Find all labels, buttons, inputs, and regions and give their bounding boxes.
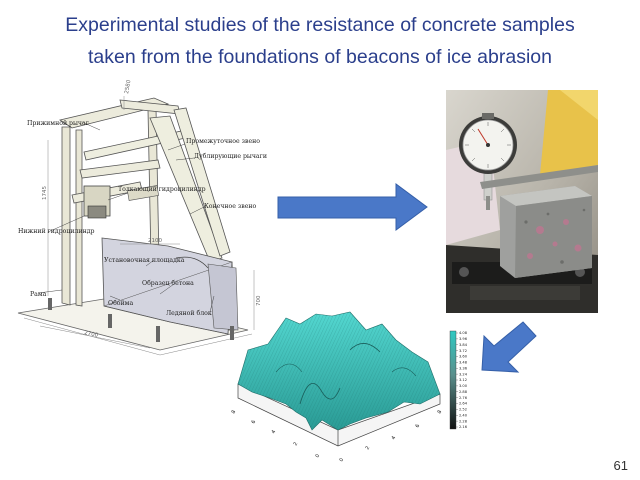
y-tick-2: 4 [271, 429, 278, 435]
colorbar-tick-label: 4.08 [459, 331, 468, 335]
colorbar-tick-label: 3.60 [459, 355, 468, 359]
slide-title-line-2: taken from the foundations of beacons of… [88, 46, 552, 68]
colorbar-ticks: 4.08 3.96 3.84 3.72 3.60 3.483.36 3.24 3.12 3.00… [456, 331, 468, 429]
label-pressing-lever: Прижимной рычаг [27, 120, 89, 127]
dim-depth: 700 [256, 295, 262, 306]
arrow-right-icon [277, 183, 428, 231]
page-number: 61 [613, 458, 628, 473]
label-push-cylinder: Толкающий гидроцилиндр [118, 186, 206, 193]
dim-height-frame: 1745 [42, 186, 48, 200]
dim-length: 2700 [84, 330, 99, 339]
colorbar-tick-label: 3.24 [459, 372, 468, 376]
dim-height-top: 2580 [124, 79, 132, 94]
surface-plot: 8 6 4 2 0 0 2 4 6 8 [231, 311, 444, 463]
colorbar-tick-label: 3.12 [459, 378, 467, 382]
y-tick-0: 8 [231, 409, 238, 415]
colorbar-tick-label: 2.76 [459, 396, 468, 400]
colorbar-tick-label: 3.72 [459, 349, 467, 353]
label-frame: Рама [30, 291, 47, 298]
colorbar-tick-label: 2.28 [459, 419, 468, 423]
colorbar-tick-label: 2.52 [459, 408, 467, 412]
dim-width: 2100 [148, 238, 162, 244]
arrow-down-left-icon [481, 321, 537, 373]
colorbar-tick-label: 3.00 [459, 384, 468, 388]
colorbar-tick-label: 2.64 [459, 402, 468, 406]
label-ice-block: Ледяной блок [166, 310, 212, 317]
x-tick-1: 2 [365, 445, 372, 451]
label-mount-area: Установочная площадка [104, 257, 185, 264]
colorbar-tick-label: 2.16 [459, 425, 468, 429]
label-double-lever: Дублирующие рычаги [194, 153, 267, 160]
label-concrete-sample: Образец бетона [142, 280, 194, 287]
colorbar: 4.08 3.96 3.84 3.72 3.60 3.483.36 3.24 3.12 3.00… [449, 330, 468, 429]
slide-title-line-1: Experimental studies of the resistance o… [65, 14, 575, 36]
x-tick-4: 8 [437, 409, 444, 415]
label-lower-cylinder: Нижний гидроцилиндр [18, 228, 95, 235]
y-tick-4: 0 [315, 453, 322, 459]
test-rig-diagram: 2580 1745 2100 700 2700 Прижимной рычаг … [17, 79, 267, 356]
colorbar-tick-label: 3.84 [459, 343, 468, 347]
colorbar-tick-label: 2.40 [459, 413, 468, 417]
x-tick-0: 0 [339, 457, 346, 463]
colorbar-tick-label: 2.88 [459, 390, 468, 394]
y-tick-1: 6 [251, 419, 258, 425]
colorbar-tick-label: 3.96 [459, 337, 468, 341]
label-push-cylinder-text: Толкающий гидроцилиндр [118, 186, 206, 193]
label-holder: Обойма [108, 300, 133, 307]
colorbar-tick-label: 3.48 [459, 361, 468, 365]
label-end-link: Конечное звено [204, 203, 257, 210]
x-tick-2: 4 [391, 435, 398, 441]
dial-gauge-photo [446, 90, 598, 313]
y-tick-3: 2 [293, 441, 300, 447]
label-intermediate-link: Промежуточное звено [186, 138, 260, 145]
x-tick-3: 6 [415, 423, 422, 429]
colorbar-tick-label: 3.36 [459, 366, 468, 370]
